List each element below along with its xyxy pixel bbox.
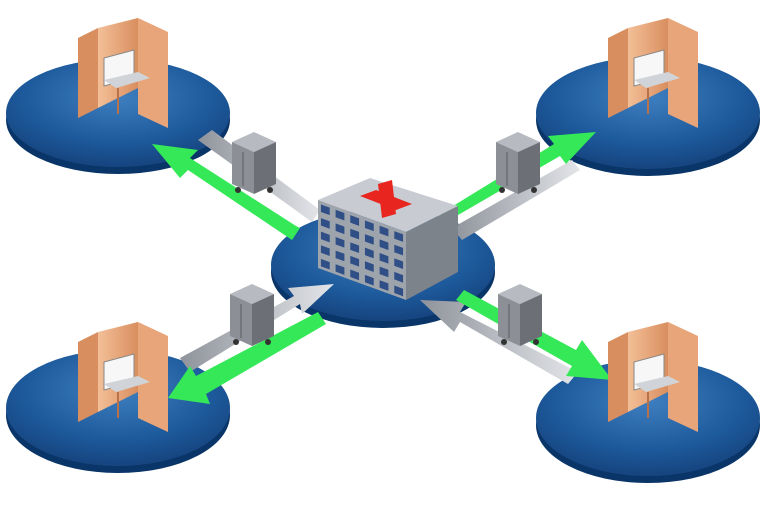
building-window — [394, 285, 404, 297]
supply-cart-top-right — [496, 132, 540, 194]
supply-cart-bottom-left — [230, 284, 274, 346]
building-window — [335, 223, 345, 235]
building-window — [335, 237, 345, 248]
building-window — [379, 253, 389, 264]
building-window — [350, 269, 360, 281]
building-window — [364, 274, 374, 286]
building-window — [335, 209, 345, 221]
building-window — [364, 220, 374, 232]
workstation-cabinet-top-right — [608, 18, 698, 128]
hospital-building — [318, 178, 458, 300]
building-window — [394, 271, 404, 283]
outbound-arrow-green — [152, 144, 300, 240]
red-cross-icon — [360, 180, 412, 218]
building-window — [320, 231, 330, 243]
building-window — [379, 266, 389, 278]
building-window — [320, 204, 330, 216]
return-arrow-gray — [420, 300, 578, 384]
building-window — [364, 234, 374, 245]
workstation-cabinet-bottom-left — [78, 322, 168, 432]
building-window — [320, 218, 330, 229]
building-window — [394, 244, 404, 256]
building-window — [350, 242, 360, 254]
building-window — [364, 247, 374, 259]
building-window — [335, 264, 345, 275]
building-window — [379, 239, 389, 251]
return-arrow-gray — [452, 160, 580, 240]
workstation-cabinet-top-left — [78, 18, 168, 128]
building-window — [394, 231, 404, 242]
building-window — [379, 225, 389, 237]
building-window — [379, 280, 389, 291]
building-window — [350, 228, 360, 240]
building-window — [394, 258, 404, 270]
building-side-face — [406, 206, 458, 300]
building-window — [320, 245, 330, 256]
building-window — [364, 261, 374, 272]
building-window — [335, 250, 345, 262]
outbound-arrow-green — [168, 312, 326, 404]
building-window — [350, 215, 360, 226]
building-window — [320, 258, 330, 270]
building-window — [350, 255, 360, 267]
supply-cart-top-left — [232, 132, 276, 194]
supply-cart-bottom-right — [498, 284, 542, 346]
workstation-cabinet-bottom-right — [608, 322, 698, 432]
building-windows — [320, 204, 404, 297]
